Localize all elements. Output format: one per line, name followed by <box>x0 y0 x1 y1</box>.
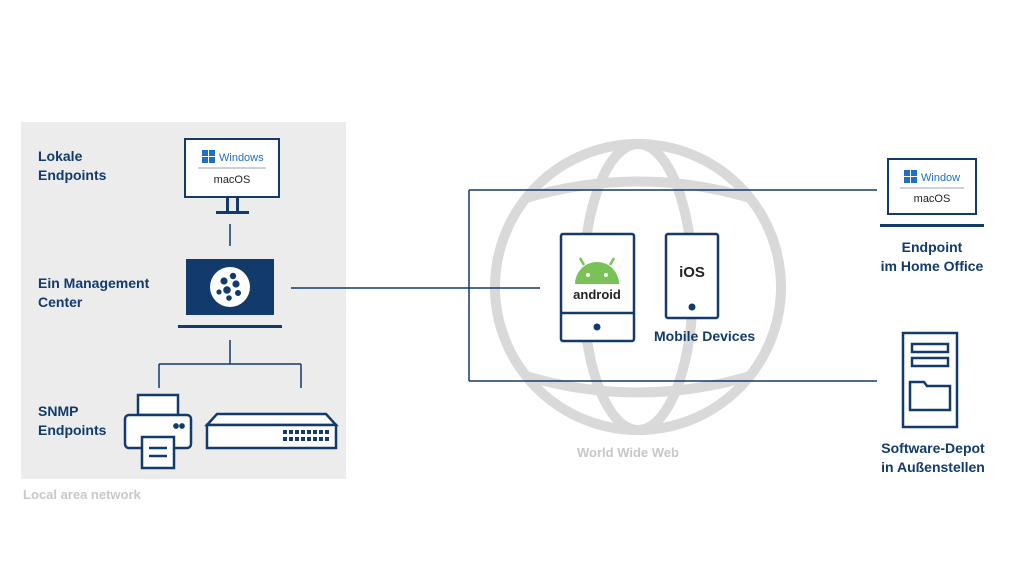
windows-logo-icon <box>202 150 215 163</box>
ios-text: iOS <box>679 264 705 281</box>
network-switch-icon <box>204 412 339 450</box>
android-text: android <box>573 287 621 302</box>
monitor-os-macos: macOS <box>214 174 251 186</box>
management-center-label: Ein Management Center <box>38 275 150 310</box>
windows-logo-icon-remote <box>904 170 917 183</box>
server-tower-icon <box>901 331 959 429</box>
monitor-icon: Windows macOS <box>184 138 280 214</box>
android-phone-icon: android <box>559 232 636 343</box>
local-endpoints-label: Lokale Endpoints <box>38 148 107 183</box>
monitor-os-windows: Windows <box>219 152 264 164</box>
management-laptop-icon <box>178 259 282 328</box>
android-robot-icon <box>575 257 619 284</box>
software-depot-label: Software-Depot in Außenstellen <box>881 440 985 475</box>
lan-caption: Local area network <box>23 487 141 502</box>
home-office-label: Endpoint im Home Office <box>880 239 984 274</box>
printer-icon <box>123 393 193 470</box>
www-caption: World Wide Web <box>577 445 679 460</box>
mobile-devices-label: Mobile Devices <box>654 328 756 344</box>
connection-lines <box>158 189 877 388</box>
snmp-endpoints-label: SNMP Endpoints <box>38 403 107 438</box>
ios-phone-icon: iOS <box>664 232 720 320</box>
home-office-laptop-icon: Window macOS <box>880 158 984 227</box>
laptop-os-macos: macOS <box>914 193 951 205</box>
laptop-os-windows: Window <box>921 172 960 184</box>
globe-icon <box>490 139 786 435</box>
management-logo-icon <box>216 272 241 301</box>
